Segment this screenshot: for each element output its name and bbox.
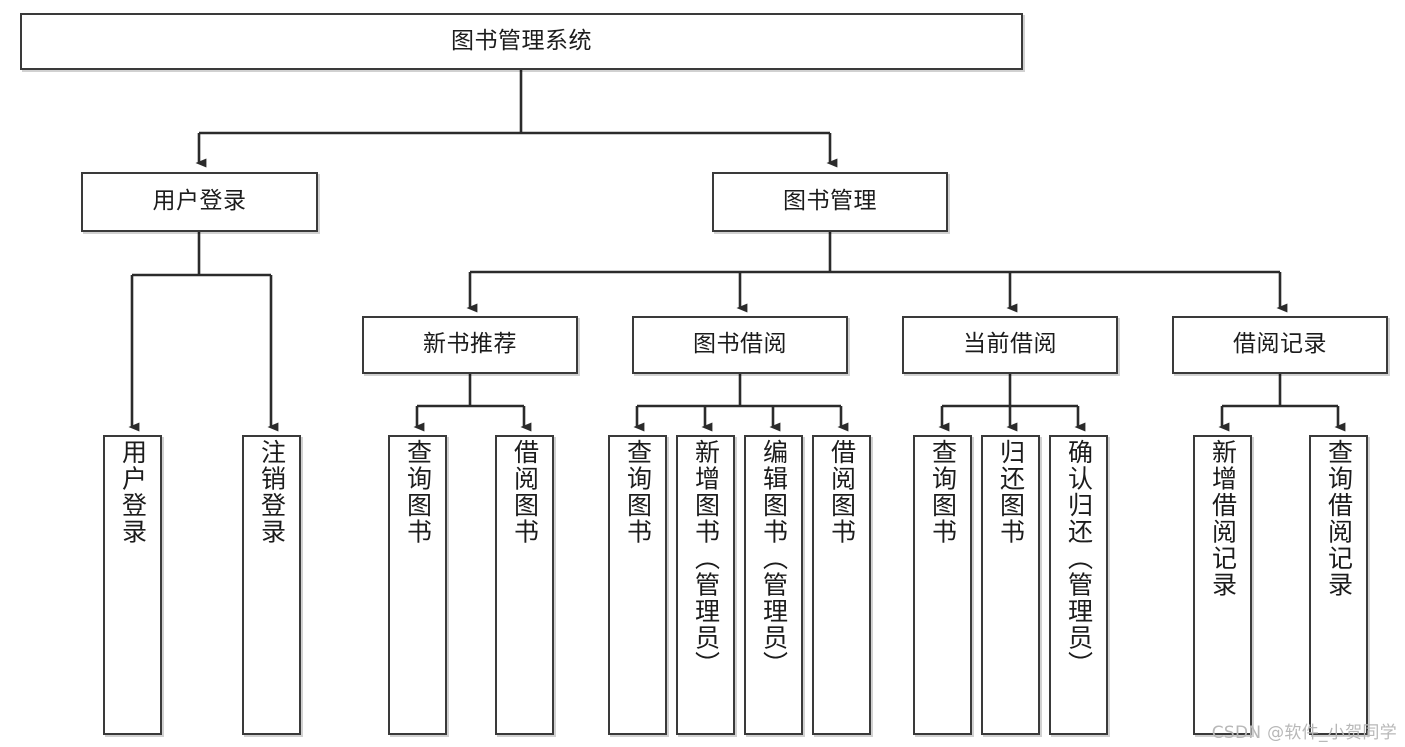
leaf-add-record-label: 新增借阅记录 xyxy=(1208,439,1238,598)
node-borrow-record[interactable]: 借阅记录 xyxy=(1172,316,1388,374)
node-root[interactable]: 图书管理系统 xyxy=(20,13,1023,70)
node-new-book-recommend-label: 新书推荐 xyxy=(423,331,517,358)
leaf-user-login[interactable]: 用户登录 xyxy=(103,435,162,735)
leaf-query-book-1-label: 查询图书 xyxy=(403,439,433,545)
node-root-label: 图书管理系统 xyxy=(451,27,592,54)
leaf-query-book-3-label: 查询图书 xyxy=(928,439,958,545)
leaf-add-book-label: 新增图书（管理员） xyxy=(691,439,721,678)
leaf-borrow-book-1-label: 借阅图书 xyxy=(510,439,540,545)
leaf-logout-login-label: 注销登录 xyxy=(257,439,287,545)
node-book-borrow-label: 图书借阅 xyxy=(693,331,787,358)
leaf-borrow-book-2[interactable]: 借阅图书 xyxy=(812,435,871,735)
node-user-login[interactable]: 用户登录 xyxy=(81,172,318,232)
leaf-add-book[interactable]: 新增图书（管理员） xyxy=(676,435,735,735)
watermark-text: CSDN @软件_小贺同学 xyxy=(1211,723,1397,743)
leaf-confirm-return-label: 确认归还（管理员） xyxy=(1064,439,1094,678)
node-current-borrow-label: 当前借阅 xyxy=(963,331,1057,358)
node-current-borrow[interactable]: 当前借阅 xyxy=(902,316,1118,374)
leaf-add-record[interactable]: 新增借阅记录 xyxy=(1193,435,1252,735)
leaf-edit-book-label: 编辑图书（管理员） xyxy=(759,439,789,678)
leaf-query-record[interactable]: 查询借阅记录 xyxy=(1309,435,1368,735)
node-book-borrow[interactable]: 图书借阅 xyxy=(632,316,848,374)
leaf-query-book-2[interactable]: 查询图书 xyxy=(608,435,667,735)
leaf-borrow-book-1[interactable]: 借阅图书 xyxy=(495,435,554,735)
leaf-query-book-3[interactable]: 查询图书 xyxy=(913,435,972,735)
leaf-query-record-label: 查询借阅记录 xyxy=(1324,439,1354,598)
node-book-manage-label: 图书管理 xyxy=(783,188,877,215)
leaf-return-book[interactable]: 归还图书 xyxy=(981,435,1040,735)
leaf-borrow-book-2-label: 借阅图书 xyxy=(827,439,857,545)
node-book-manage[interactable]: 图书管理 xyxy=(712,172,948,232)
node-borrow-record-label: 借阅记录 xyxy=(1233,331,1327,358)
node-user-login-label: 用户登录 xyxy=(152,188,247,215)
leaf-confirm-return[interactable]: 确认归还（管理员） xyxy=(1049,435,1108,735)
leaf-user-login-label: 用户登录 xyxy=(118,439,148,545)
leaf-return-book-label: 归还图书 xyxy=(996,439,1026,545)
leaf-query-book-2-label: 查询图书 xyxy=(623,439,653,545)
leaf-edit-book[interactable]: 编辑图书（管理员） xyxy=(744,435,803,735)
node-new-book-recommend[interactable]: 新书推荐 xyxy=(362,316,578,374)
leaf-logout-login[interactable]: 注销登录 xyxy=(242,435,301,735)
leaf-query-book-1[interactable]: 查询图书 xyxy=(388,435,447,735)
